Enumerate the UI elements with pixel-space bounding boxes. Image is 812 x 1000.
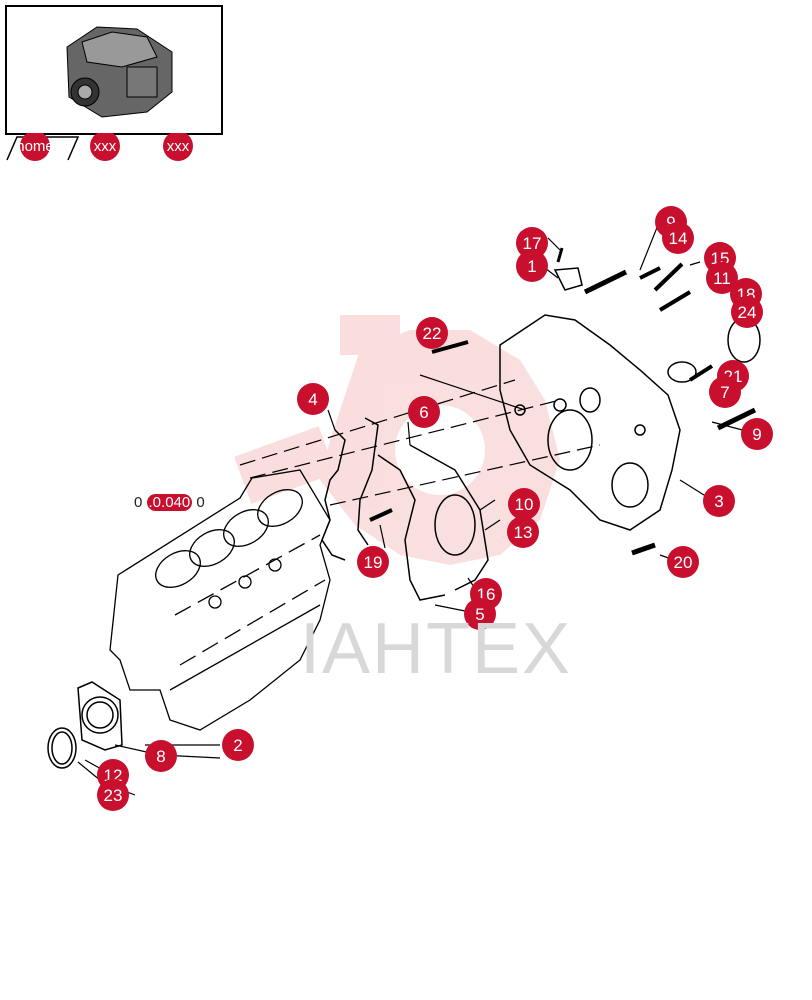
- callout-label: 17: [523, 234, 542, 253]
- callout-marker-icon: [357, 546, 389, 578]
- section-code-value: .0.040: [146, 494, 193, 511]
- callout-label: 9: [752, 425, 761, 444]
- callout-5[interactable]: 5: [464, 598, 496, 630]
- callout-marker-icon: [507, 516, 539, 548]
- callout-24[interactable]: 24: [731, 296, 763, 328]
- nav-level1-button[interactable]: xxx: [90, 133, 120, 161]
- engine-thumbnail-icon: [66, 26, 173, 118]
- callout-marker-icon: [703, 485, 735, 517]
- callout-14[interactable]: 14: [662, 222, 694, 254]
- callout-marker-icon: [731, 296, 763, 328]
- callout-2[interactable]: 2: [222, 729, 254, 761]
- callout-label: 9: [666, 213, 675, 232]
- callout-label: 2: [233, 736, 242, 755]
- callout-label: 3: [714, 492, 723, 511]
- callout-marker-icon: [706, 262, 738, 294]
- callout-9[interactable]: 9: [741, 418, 773, 450]
- callout-20[interactable]: 20: [667, 546, 699, 578]
- breadcrumb-nav: home xxx xxx: [6, 133, 193, 161]
- callout-label: 5: [475, 605, 484, 624]
- callout-label: 13: [514, 523, 533, 542]
- callout-marker-icon: [416, 317, 448, 349]
- nav-level2-button[interactable]: xxx: [163, 133, 193, 161]
- nav-level2-label: xxx: [167, 138, 190, 155]
- callout-marker-icon: [508, 488, 540, 520]
- callout-label: 4: [308, 390, 317, 409]
- callout-1[interactable]: 1: [516, 250, 548, 282]
- callout-7[interactable]: 7: [709, 376, 741, 408]
- callout-label: 19: [364, 553, 383, 572]
- callout-label: 11: [713, 269, 731, 288]
- callout-marker-icon: [145, 740, 177, 772]
- section-code-suffix: 0: [192, 494, 205, 511]
- callout-13[interactable]: 13: [507, 516, 539, 548]
- callout-marker-icon: [464, 598, 496, 630]
- section-code-prefix: 0: [134, 494, 147, 511]
- callout-label: 14: [669, 229, 688, 248]
- callout-11[interactable]: 11: [706, 262, 738, 294]
- callout-marker-icon: [741, 418, 773, 450]
- callout-4[interactable]: 4: [297, 383, 329, 415]
- callout-label: 1: [527, 257, 536, 276]
- callout-marker-icon: [222, 729, 254, 761]
- callout-marker-icon: [516, 227, 548, 259]
- section-code: 0 .0.040 0: [134, 494, 205, 511]
- callout-marker-icon: [408, 396, 440, 428]
- callout-19[interactable]: 19: [357, 546, 389, 578]
- callout-marker-icon: [516, 250, 548, 282]
- timing-cover-housing: [499, 267, 761, 531]
- callout-label: 6: [419, 403, 428, 422]
- callout-marker-icon: [297, 383, 329, 415]
- callout-label: 10: [515, 495, 534, 514]
- watermark-text: IAHTEX: [300, 609, 573, 689]
- callout-6[interactable]: 6: [408, 396, 440, 428]
- callout-label: 23: [104, 786, 123, 805]
- callout-10[interactable]: 10: [508, 488, 540, 520]
- callout-marker-icon: [662, 222, 694, 254]
- callout-label: 24: [738, 303, 757, 322]
- callout-23[interactable]: 23: [97, 779, 129, 811]
- callout-label: 22: [423, 324, 442, 343]
- gaskets: [321, 417, 489, 601]
- callout-8[interactable]: 8: [145, 740, 177, 772]
- callout-label: 8: [156, 747, 165, 766]
- engine-block: [109, 469, 331, 731]
- callout-3[interactable]: 3: [703, 485, 735, 517]
- nav-home-label: home: [16, 138, 54, 155]
- callout-label: 20: [674, 553, 693, 572]
- thumbnail-panel[interactable]: [5, 5, 223, 135]
- callout-marker-icon: [709, 376, 741, 408]
- callout-marker-icon: [667, 546, 699, 578]
- callout-17[interactable]: 17: [516, 227, 548, 259]
- nav-home-button[interactable]: home: [16, 133, 54, 161]
- callout-marker-icon: [97, 779, 129, 811]
- nav-level1-label: xxx: [94, 138, 117, 155]
- rear-seal-plate: [47, 681, 123, 769]
- callout-label: 7: [720, 383, 729, 402]
- callout-22[interactable]: 22: [416, 317, 448, 349]
